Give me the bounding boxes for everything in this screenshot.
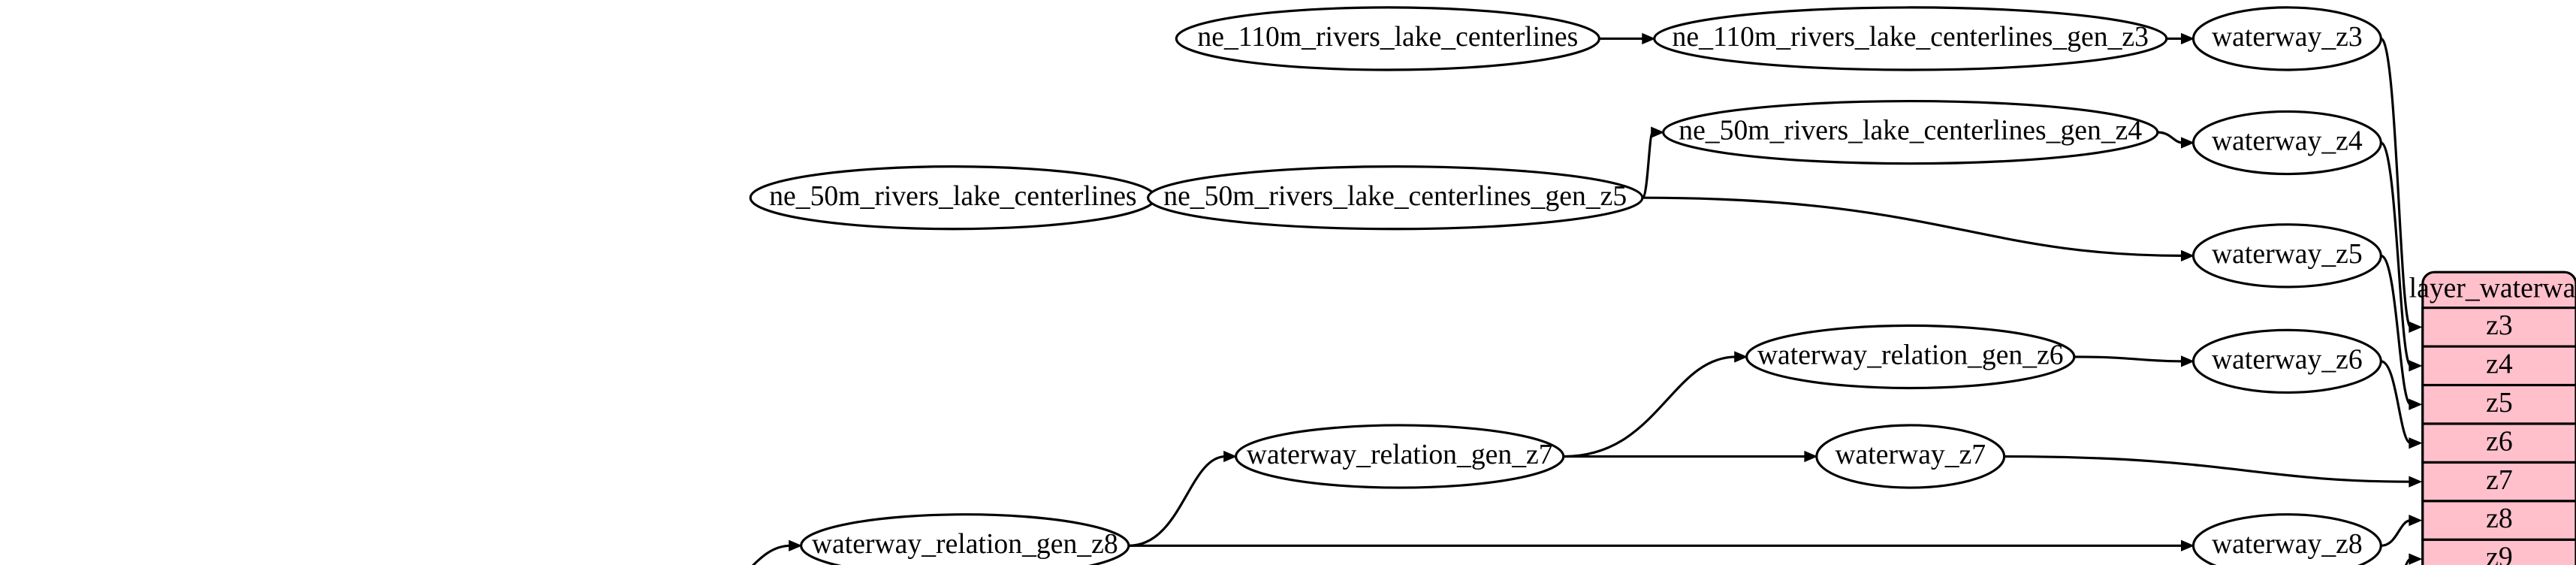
node-ellipse-ne_50m_rivers_lake_centerlines_gen_z5[interactable] — [1147, 165, 1644, 231]
arrowhead-ne_50m_rivers_lake_centerlines_gen_z5-to-ne_50m_rivers_lake_centerlines_gen_z4 — [1651, 126, 1665, 138]
arrowhead-ne_50m_rivers_lake_centerlines_gen_z5-to-waterway_z5 — [2181, 249, 2194, 262]
node-label-waterway_z5: waterway_z5 — [2212, 238, 2363, 270]
arrowhead-waterway_relation_gen_z7-to-waterway_relation_gen_z6 — [1734, 351, 1748, 363]
table-row-label-z4: z4 — [2486, 348, 2513, 379]
table-row-z9[interactable] — [2421, 538, 2576, 565]
node-waterway_z8[interactable]: waterway_z8 — [2191, 513, 2382, 565]
table-row-label-z6: z6 — [2486, 425, 2513, 457]
node-ne_50m_rivers_lake_centerlines_gen_z4[interactable]: ne_50m_rivers_lake_centerlines_gen_z4 — [1662, 99, 2159, 165]
node-label-waterway_relation_gen_z8: waterway_relation_gen_z8 — [812, 528, 1118, 560]
node-label-waterway_z8: waterway_z8 — [2212, 528, 2363, 560]
node-ellipse-ne_50m_rivers_lake_centerlines_gen_z4[interactable] — [1662, 99, 2159, 165]
edge-waterway_relation_gen_z8-to-waterway_relation_gen_z7 — [1128, 455, 1226, 547]
node-ellipse-waterway_z5[interactable] — [2191, 223, 2382, 289]
edge-waterway_relation_gen_z6-to-waterway_z6 — [2074, 355, 2183, 363]
node-label-waterway_relation_gen_z7: waterway_relation_gen_z7 — [1247, 439, 1553, 470]
node-label-ne_50m_rivers_lake_centerlines_gen_z4: ne_50m_rivers_lake_centerlines_gen_z4 — [1679, 115, 2142, 147]
edge-ne_50m_rivers_lake_centerlines_gen_z4-to-waterway_z4 — [2157, 131, 2183, 144]
table-row-z4[interactable] — [2421, 345, 2576, 387]
arrowhead-ne_50m_rivers_lake_centerlines_gen_z4-to-waterway_z4 — [2181, 137, 2194, 149]
table-row-label-z7: z7 — [2486, 464, 2513, 496]
edge-waterway_relation-to-waterway_relation_gen_z8 — [751, 544, 791, 565]
node-ne_50m_rivers_lake_centerlines_gen_z5[interactable]: ne_50m_rivers_lake_centerlines_gen_z5 — [1147, 165, 1644, 231]
arrowhead-waterway_z6-to-layer_waterway-z6 — [2409, 437, 2423, 449]
node-waterway_z5[interactable]: waterway_z5 — [2191, 223, 2382, 289]
node-label-ne_110m_rivers_lake_centerlines_gen_z3: ne_110m_rivers_lake_centerlines_gen_z3 — [1673, 21, 2149, 53]
edge-waterway_relation_gen_z7-to-waterway_relation_gen_z6 — [1563, 355, 1736, 458]
arrowhead-waterway_z8-to-layer_waterway-z8 — [2409, 515, 2423, 527]
arrowhead-waterway_relation_gen_z6-to-waterway_z6 — [2181, 355, 2194, 367]
node-waterway_relation_gen_z8[interactable]: waterway_relation_gen_z8 — [800, 513, 1130, 565]
nodes-layer: imposm3osm_waterway_relationosm_waterway… — [749, 6, 2382, 565]
node-ellipse-waterway_z6[interactable] — [2191, 328, 2382, 394]
node-ellipse-waterway_z3[interactable] — [2191, 6, 2382, 71]
arrowhead-waterway_relation_gen_z8-to-waterway_relation_gen_z7 — [1223, 450, 1238, 463]
node-ellipse-waterway_relation_gen_z8[interactable] — [800, 513, 1130, 565]
edge-waterway_z4-to-layer_waterway-z4 — [2380, 141, 2412, 367]
arrowhead-waterway_relation_gen_z7-to-waterway_z7 — [1804, 450, 1818, 463]
node-ne_110m_rivers_lake_centerlines_gen_z3[interactable]: ne_110m_rivers_lake_centerlines_gen_z3 — [1653, 6, 2168, 71]
table-title: layer_waterway — [2409, 273, 2576, 304]
arrowhead-waterway_z4-to-layer_waterway-z4 — [2409, 360, 2423, 372]
node-label-ne_50m_rivers_lake_centerlines: ne_50m_rivers_lake_centerlines — [769, 180, 1136, 212]
edge-waterway_z9-to-layer_waterway-z9 — [2405, 557, 2412, 565]
table-row-label-z8: z8 — [2486, 503, 2513, 534]
node-label-waterway_relation_gen_z6: waterway_relation_gen_z6 — [1757, 340, 2064, 371]
node-ellipse-ne_110m_rivers_lake_centerlines[interactable] — [1175, 6, 1600, 71]
node-ellipse-waterway_z4[interactable] — [2191, 110, 2382, 176]
node-ne_50m_rivers_lake_centerlines[interactable]: ne_50m_rivers_lake_centerlines — [749, 165, 1157, 231]
node-label-ne_50m_rivers_lake_centerlines_gen_z5: ne_50m_rivers_lake_centerlines_gen_z5 — [1163, 180, 1627, 212]
edges-layer — [751, 32, 2423, 565]
node-ellipse-waterway_relation_gen_z7[interactable] — [1235, 424, 1565, 489]
edge-ne_50m_rivers_lake_centerlines_gen_z5-to-waterway_z5 — [1642, 196, 2183, 257]
node-label-waterway_z3: waterway_z3 — [2212, 21, 2363, 53]
node-label-waterway_z4: waterway_z4 — [2212, 125, 2363, 157]
node-label-waterway_z6: waterway_z6 — [2212, 344, 2363, 376]
layer-waterway-table-group: layer_waterwayz3z4z5z6z7z8z9z10z11z12z13… — [2409, 270, 2576, 565]
node-label-waterway_z7: waterway_z7 — [1835, 439, 1986, 470]
arrowhead-ne_110m_rivers_lake_centerlines-to-ne_110m_rivers_lake_centerlines_gen_z3 — [1642, 32, 1656, 45]
table-row-label-z5: z5 — [2486, 387, 2513, 418]
arrowhead-waterway_z9-to-layer_waterway-z9 — [2409, 553, 2423, 565]
table-row-label-z9: z9 — [2486, 542, 2513, 565]
node-ne_110m_rivers_lake_centerlines[interactable]: ne_110m_rivers_lake_centerlines — [1175, 6, 1600, 71]
edge-ne_50m_rivers_lake_centerlines_gen_z5-to-ne_50m_rivers_lake_centerlines_gen_z4 — [1641, 131, 1654, 199]
node-waterway_relation_gen_z7[interactable]: waterway_relation_gen_z7 — [1235, 424, 1565, 489]
node-waterway_z3[interactable]: waterway_z3 — [2191, 6, 2382, 71]
arrowhead-waterway_z3-to-layer_waterway-z3 — [2409, 321, 2423, 333]
arrowhead-ne_110m_rivers_lake_centerlines_gen_z3-to-waterway_z3 — [2181, 32, 2194, 45]
node-waterway_relation_gen_z6[interactable]: waterway_relation_gen_z6 — [1745, 324, 2076, 390]
node-waterway_z4[interactable]: waterway_z4 — [2191, 110, 2382, 176]
edge-waterway_z6-to-layer_waterway-z6 — [2380, 360, 2412, 445]
node-ellipse-waterway_z7[interactable] — [1815, 424, 2006, 489]
layer-waterway-table: layer_waterwayz3z4z5z6z7z8z9z10z11z12z13… — [2409, 270, 2576, 565]
edge-waterway_z5-to-layer_waterway-z5 — [2380, 254, 2412, 406]
edge-waterway_z7-to-layer_waterway-z7 — [2004, 455, 2411, 483]
edge-waterway_z3-to-layer_waterway-z3 — [2379, 37, 2412, 328]
node-waterway_z7[interactable]: waterway_z7 — [1815, 424, 2006, 489]
edge-waterway_z8-to-layer_waterway-z8 — [2381, 519, 2412, 547]
arrowhead-waterway_relation-to-waterway_relation_gen_z8 — [789, 539, 803, 551]
node-ellipse-waterway_z8[interactable] — [2191, 513, 2382, 565]
arrowhead-waterway_z5-to-layer_waterway-z5 — [2409, 398, 2423, 410]
table-row-z5[interactable] — [2421, 383, 2576, 425]
arrowhead-waterway_z7-to-layer_waterway-z7 — [2409, 476, 2423, 488]
node-label-ne_110m_rivers_lake_centerlines: ne_110m_rivers_lake_centerlines — [1197, 21, 1578, 53]
arrowhead-waterway_relation_gen_z8-to-waterway_z8 — [2181, 539, 2194, 551]
node-ellipse-waterway_relation_gen_z6[interactable] — [1745, 324, 2076, 390]
node-waterway_z6[interactable]: waterway_z6 — [2191, 328, 2382, 394]
node-ellipse-ne_110m_rivers_lake_centerlines_gen_z3[interactable] — [1653, 6, 2168, 71]
table-row-label-z3: z3 — [2486, 310, 2513, 341]
